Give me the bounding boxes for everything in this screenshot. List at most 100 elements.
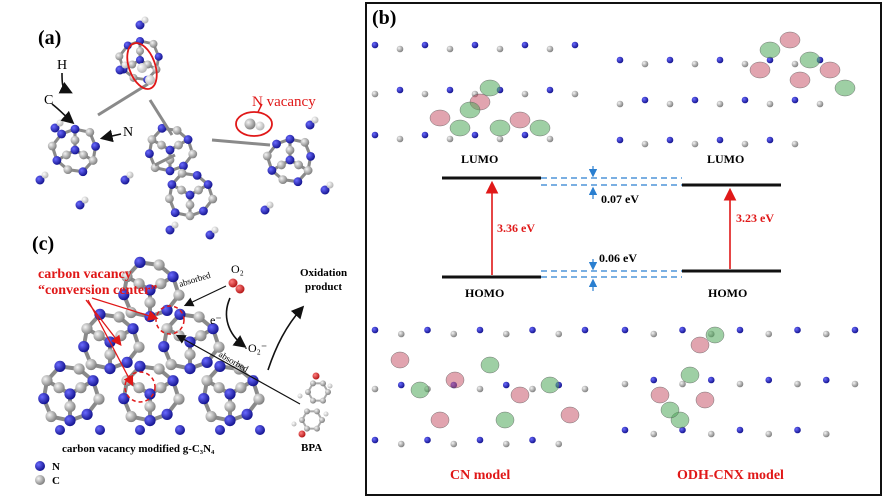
carbon-atom	[172, 125, 182, 135]
nitrogen-atom	[136, 56, 144, 64]
nitrogen-atom	[424, 436, 431, 444]
nitrogen-atom	[224, 388, 236, 400]
vacancy-ellipse-top	[126, 42, 158, 90]
carbon-atom	[822, 430, 830, 438]
nitrogen-atom	[179, 161, 188, 171]
nitrogen-atom	[170, 208, 180, 218]
lumo-shift-label: 0.07 eV	[601, 192, 639, 206]
nitrogen-atom	[791, 96, 799, 104]
carbon-atom	[496, 135, 504, 143]
carbon-atom	[213, 382, 225, 394]
nitrogen-atom	[765, 376, 773, 384]
orbital-plots	[371, 31, 859, 448]
nitrogen-atom	[255, 425, 265, 435]
hydrogen-atom	[145, 75, 155, 85]
nitrogen-atom	[144, 284, 156, 296]
carbon-atom	[691, 140, 699, 148]
hydrogen-atom	[126, 171, 134, 179]
carbon-atom	[75, 382, 87, 394]
nitrogen-atom	[183, 135, 193, 144]
nitrogen-atom	[55, 425, 65, 435]
hydrogen-atom	[81, 196, 89, 204]
carbon-atom	[766, 100, 774, 108]
nitrogen-atom	[174, 308, 186, 320]
nitrogen-atom	[78, 167, 88, 177]
hydrogen-atom	[41, 171, 49, 179]
carbon-atom	[173, 393, 185, 405]
carbon-atom	[555, 330, 563, 338]
nitrogen-atom	[158, 341, 170, 353]
carbon-atom	[741, 60, 749, 68]
carbon-atom	[201, 375, 213, 387]
carbon-atom	[174, 140, 183, 150]
nitrogen-atom	[167, 375, 179, 387]
carbon-atom	[765, 330, 773, 338]
nitrogen-atom	[134, 360, 146, 372]
nitrogen-atom	[184, 336, 196, 348]
carbon-atom	[741, 140, 749, 148]
nitrogen-atom	[198, 393, 210, 405]
bond	[148, 99, 174, 136]
nitrogen-atom	[54, 360, 66, 372]
nitrogen-atom	[476, 326, 484, 334]
orbital-lobe	[495, 411, 515, 429]
nitrogen-atom	[371, 131, 379, 139]
nitrogen-atom	[91, 141, 100, 151]
panel-b: (b) LUMO LUMO 0.07 eV 0.06 eV 3.36 eV 3.…	[365, 2, 882, 496]
orbital-lobe	[695, 391, 715, 409]
carbon-atom	[149, 39, 158, 48]
nitrogen-atom	[285, 134, 295, 144]
hydrogen-atom	[266, 201, 274, 209]
carbon-atom	[305, 389, 311, 395]
carbon-atom	[397, 330, 405, 338]
carbon-atom	[244, 118, 256, 130]
carbon-atom	[716, 100, 724, 108]
carbon-atom	[502, 330, 510, 338]
carbon-atom	[397, 440, 405, 448]
carbon-atom	[161, 323, 173, 335]
carbon-atom	[104, 349, 116, 361]
carbon-atom	[165, 194, 174, 204]
carbon-atom	[93, 330, 105, 342]
carbon-atom	[320, 397, 326, 404]
hydrogen-atom	[211, 226, 219, 234]
carbon-atom	[310, 397, 316, 404]
carbon-atom	[81, 323, 93, 335]
vacancy-ellipse-right	[235, 111, 273, 137]
hydrogen-atom	[56, 119, 64, 127]
carbon-atom	[115, 52, 124, 61]
nitrogen-atom	[95, 425, 105, 435]
legend-n-swatch	[35, 461, 45, 471]
carbon-atom	[396, 135, 404, 143]
panel-c-caption: carbon vacancy modified g-C₃N₄	[62, 443, 215, 455]
nitrogen-atom	[766, 136, 774, 144]
nitrogen-atom	[371, 326, 379, 334]
carbon-atom	[41, 375, 53, 387]
carbon-atom	[325, 389, 331, 395]
nitrogen-atom	[121, 356, 133, 368]
nitrogen-atom	[741, 96, 749, 104]
carbon-atom	[73, 363, 85, 375]
nitrogen-atom	[118, 289, 130, 301]
carbon-atom	[546, 135, 554, 143]
nitrogen-atom	[165, 225, 175, 235]
oxidation-label-line1: Oxidation	[300, 267, 347, 279]
panel-a-molecule	[35, 16, 334, 240]
orbital-lobe	[560, 406, 580, 424]
nitrogen-atom	[521, 131, 529, 139]
nitrogen-atom	[175, 425, 185, 435]
gap-label-right: 3.23 eV	[736, 211, 774, 225]
nitrogen-atom	[167, 271, 179, 283]
panel-b-frame	[365, 2, 882, 496]
carbon-atom	[173, 289, 185, 301]
carbon-atom	[88, 156, 98, 165]
nitrogen-atom	[616, 56, 624, 64]
carbon-atom	[851, 380, 859, 388]
pointer-2	[87, 299, 134, 387]
orbital-lobe	[834, 79, 856, 97]
nitrogen-atom	[581, 326, 589, 334]
carbon-atom	[320, 380, 326, 387]
nitrogen-atom	[529, 436, 536, 444]
carbon-atom	[581, 385, 589, 393]
orbital-lobe	[479, 79, 501, 97]
